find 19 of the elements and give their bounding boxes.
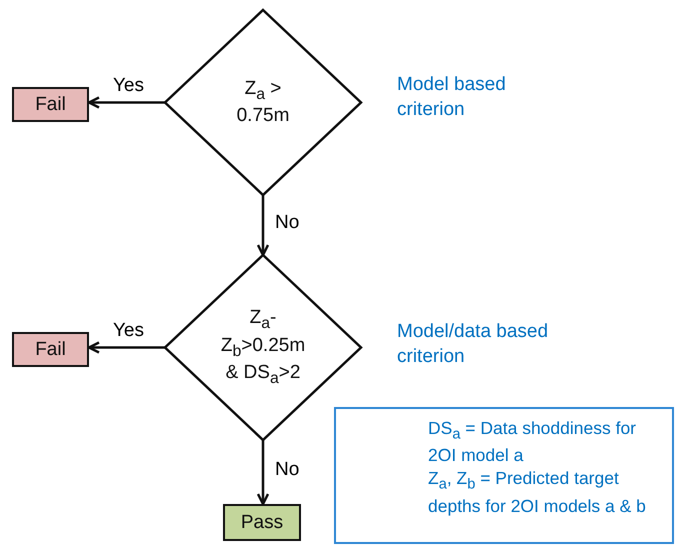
condition-text: Z$_{a}$ > 0.75m: [236, 76, 290, 128]
arrow: [88, 341, 165, 354]
result-text: Fail: [35, 92, 66, 116]
definition-text: Z$_{a}$, Z$_{b}$ = Predicted target depths for 2OI models a & b: [427, 467, 647, 518]
definition-box: [334, 407, 674, 544]
criterion-label: Model/data based criterion: [397, 320, 550, 369]
result-box: [223, 504, 301, 541]
decision-diamond: [165, 10, 361, 195]
result-text: Pass: [240, 510, 284, 534]
definition-text: DS$_{a}$ = Data shoddiness for 2OI model a: [427, 417, 638, 468]
result-box: [12, 87, 89, 122]
arrow: [88, 96, 165, 109]
arrow: [256, 195, 270, 256]
arrow: [256, 440, 270, 506]
result-text: Fail: [35, 338, 66, 362]
criterion-label: Model based criterion: [397, 73, 507, 122]
condition-text: Z$_{a}$-Z$_{b}$>0.25m & DS$_{a}$>2: [220, 306, 306, 389]
decision-diamond: [165, 255, 361, 440]
result-box: [12, 332, 89, 367]
